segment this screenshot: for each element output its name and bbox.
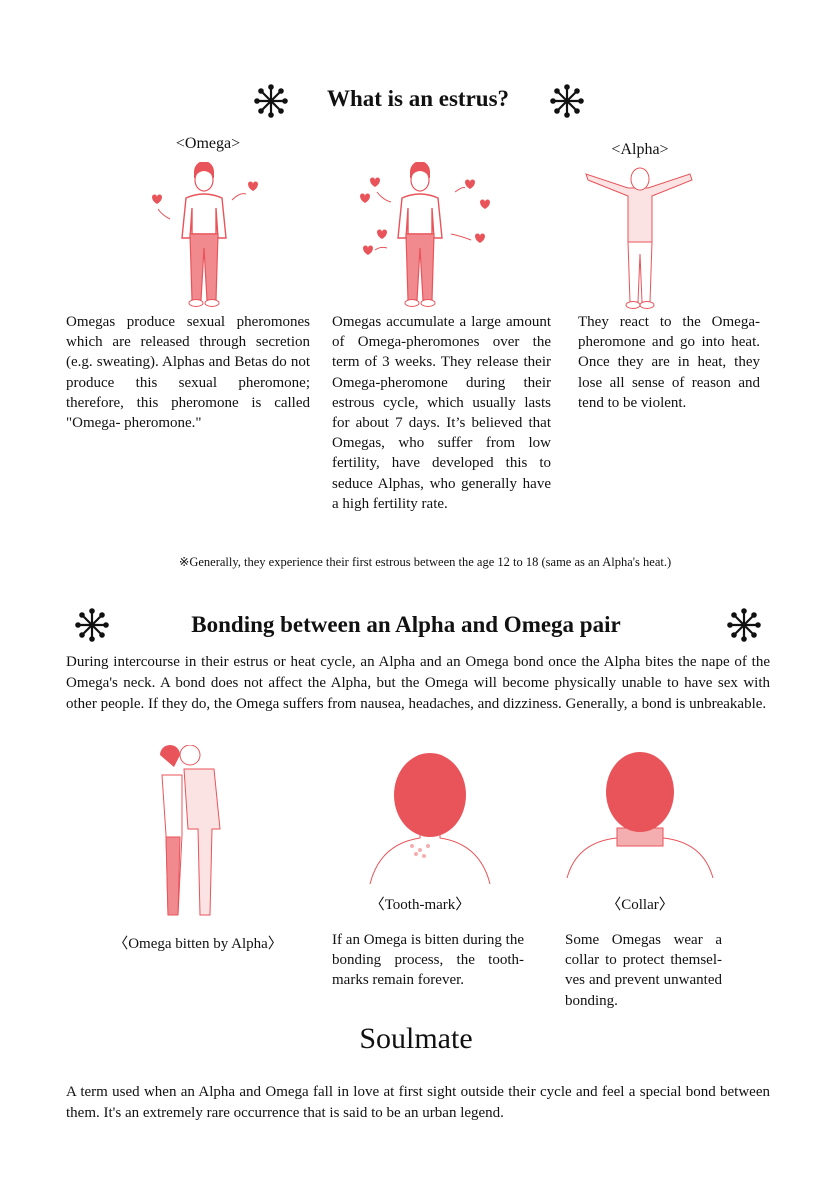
collar-caption: 〈Collar〉 bbox=[606, 897, 674, 913]
omega-bitten-caption: 〈Omega bitten by Alpha〉 bbox=[113, 936, 283, 952]
omega-bitten-illustration bbox=[150, 745, 230, 925]
asterisk-ornament-icon bbox=[75, 608, 109, 642]
alpha-figure-illustration bbox=[580, 165, 700, 311]
omega-pheromone-description: Omegas produce sexual pheromones which a… bbox=[66, 314, 310, 432]
omega-accumulation-description: Omegas accumulate a large amount of Omeg… bbox=[332, 314, 551, 512]
alpha-label: <Alpha> bbox=[611, 141, 669, 158]
section-title-soulmate: Soulmate bbox=[359, 1022, 473, 1055]
tooth-mark-description: If an Omega is bitten during the bonding… bbox=[332, 932, 524, 989]
tooth-mark-caption: 〈Tooth-mark〉 bbox=[369, 897, 471, 913]
soulmate-description: A term used when an Alpha and Omega fall… bbox=[66, 1084, 770, 1121]
omega-figure-illustration bbox=[150, 162, 260, 310]
asterisk-ornament-icon bbox=[550, 84, 584, 118]
omega-releasing-pheromone-illustration bbox=[355, 162, 495, 310]
asterisk-ornament-icon bbox=[727, 608, 761, 642]
asterisk-ornament-icon bbox=[254, 84, 288, 118]
first-estrous-note: ※Generally, they experience their first … bbox=[178, 555, 672, 569]
collar-illustration bbox=[565, 750, 715, 885]
omega-label: <Omega> bbox=[175, 135, 241, 152]
collar-description: Some Omegas wear a collar to protect the… bbox=[565, 932, 722, 1009]
bonding-description: During intercourse in their estrus or he… bbox=[66, 654, 770, 712]
tooth-mark-illustration bbox=[350, 750, 500, 885]
alpha-reaction-description: They react to the Omega-pheromone and go… bbox=[578, 314, 760, 411]
section-title-bonding: Bonding between an Alpha and Omega pair bbox=[191, 612, 621, 637]
section-title-estrus: What is an estrus? bbox=[326, 86, 510, 111]
